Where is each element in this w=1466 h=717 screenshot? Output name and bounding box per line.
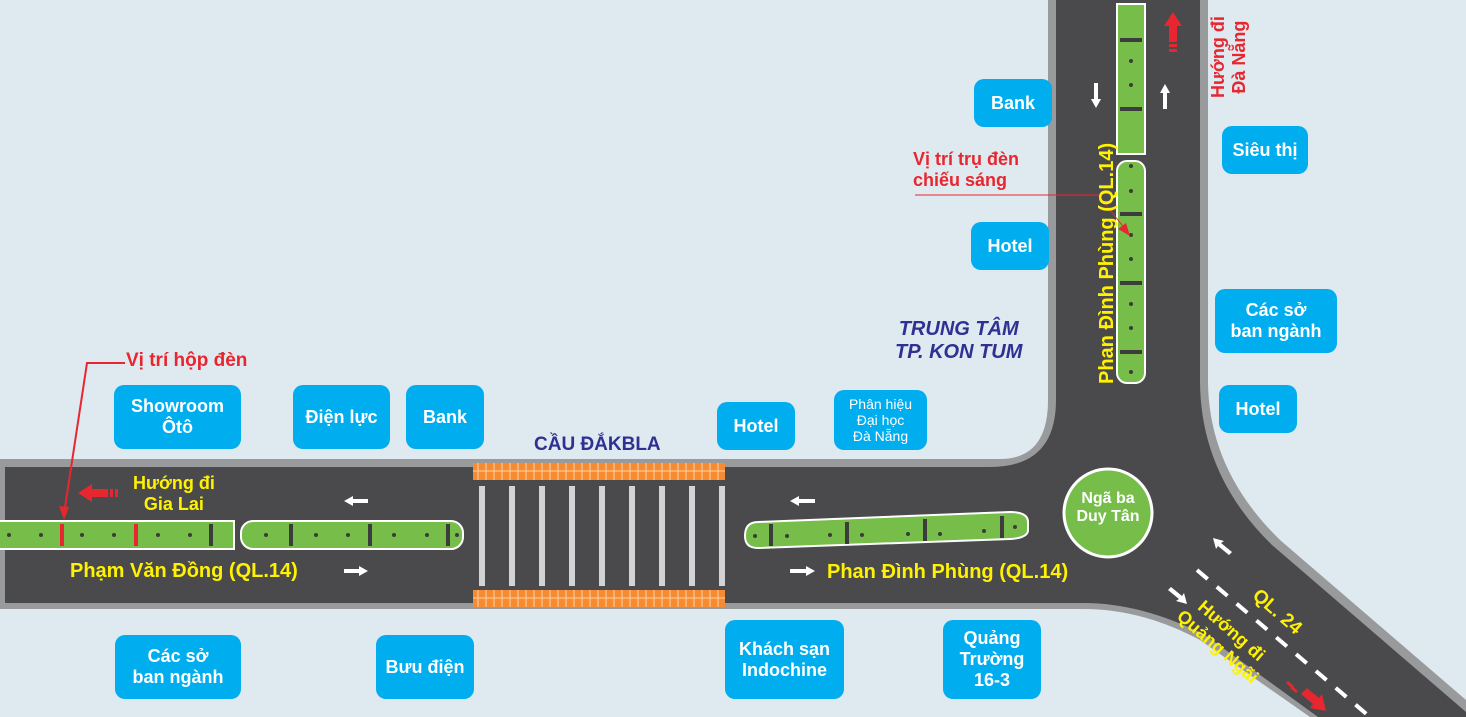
poi-quang-truong[interactable]: Quảng Trường 16-3 bbox=[943, 620, 1041, 699]
road-label-phan-dinh-phung-vertical: Phan Đình Phùng (QL.14) bbox=[1096, 142, 1118, 384]
direction-arrows bbox=[78, 12, 1326, 711]
road-label-pham-van-dong: Phạm Văn Đồng (QL.14) bbox=[70, 560, 298, 582]
bridge-stripe bbox=[569, 486, 575, 586]
annotation-light-box: Vị trí hộp đèn bbox=[126, 350, 248, 371]
median-pham-van-dong bbox=[0, 520, 464, 550]
poi-buu-dien[interactable]: Bưu điện bbox=[376, 635, 474, 699]
poi-khach-san-indochine[interactable]: Khách sạn Indochine bbox=[725, 620, 844, 699]
lane-arrows bbox=[344, 83, 1232, 604]
poi-dien-luc[interactable]: Điện lực bbox=[293, 385, 390, 449]
bridge-stripe bbox=[629, 486, 635, 586]
arrow-down-right-icon bbox=[1168, 587, 1187, 604]
bridge-stripe bbox=[659, 486, 665, 586]
direction-label-da-nang: Hướng đi Đà Nẵng bbox=[1208, 16, 1249, 98]
direction-label-gia-lai: Hướng đi Gia Lai bbox=[133, 473, 215, 514]
bridge-stripe bbox=[599, 486, 605, 586]
direction-arrow-da-nang-icon bbox=[1164, 12, 1182, 52]
annotation-lines bbox=[59, 194, 1130, 520]
poi-label: Hotel bbox=[1235, 398, 1281, 419]
poi-label: Quảng Trường 16-3 bbox=[959, 628, 1025, 690]
arrow-left-icon bbox=[790, 496, 815, 506]
bridge-stripe bbox=[479, 486, 485, 586]
poi-label: Điện lực bbox=[305, 406, 378, 427]
poi-cac-so-ban-nganh-east[interactable]: Các sở ban ngành bbox=[1215, 289, 1337, 353]
direction-arrow-gia-lai-icon bbox=[78, 484, 118, 502]
poi-bank-north[interactable]: Bank bbox=[974, 79, 1052, 127]
arrow-up-icon bbox=[1160, 84, 1170, 109]
light-box-pointer bbox=[63, 362, 125, 515]
bridge-stripe bbox=[719, 486, 725, 586]
arrow-left-icon bbox=[344, 496, 368, 506]
median-phan-dinh-phung-vertical bbox=[1116, 3, 1146, 384]
ql24-lane-divider bbox=[1195, 568, 1372, 717]
poi-label: Bank bbox=[422, 406, 467, 427]
poi-label: Các sở ban ngành bbox=[1230, 300, 1322, 341]
bridge-label: CẦU ĐẮKBLA bbox=[534, 434, 661, 455]
poi-phan-hieu-dhdn[interactable]: Phân hiệu Đại học Đà Nẵng bbox=[834, 390, 927, 450]
poi-bank-west[interactable]: Bank bbox=[406, 385, 484, 449]
road-surface-vertical bbox=[990, 0, 1466, 717]
poi-label: Phân hiệu Đại học Đà Nẵng bbox=[848, 395, 913, 445]
bridge-stripe bbox=[689, 486, 695, 586]
poi-label: Bưu điện bbox=[385, 656, 465, 677]
light-box-marker bbox=[60, 524, 64, 546]
poi-label: Hotel bbox=[987, 235, 1033, 256]
bridge-stripe bbox=[509, 486, 515, 586]
junction-label: Ngã ba Duy Tân bbox=[1076, 490, 1140, 526]
arrow-up-left-icon bbox=[1213, 538, 1232, 555]
poi-label: Bank bbox=[990, 92, 1035, 113]
arrow-right-icon bbox=[344, 566, 368, 576]
arrow-down-icon bbox=[1091, 83, 1101, 108]
poi-sieu-thi[interactable]: Siêu thị bbox=[1222, 126, 1308, 174]
poi-showroom-oto[interactable]: Showroom Ôtô bbox=[114, 385, 241, 449]
arrow-right-icon bbox=[790, 566, 815, 576]
district-label: TRUNG TÂM TP. KON TUM bbox=[895, 318, 1023, 363]
light-pole-pointer bbox=[915, 194, 1127, 231]
poi-cac-so-ban-nganh-south[interactable]: Các sở ban ngành bbox=[115, 635, 241, 699]
annotation-light-pole: Vị trí trụ đèn chiếu sáng bbox=[913, 149, 1020, 190]
light-box-marker bbox=[134, 524, 138, 546]
poi-hotel-north[interactable]: Hotel bbox=[971, 222, 1049, 270]
median-phan-dinh-phung-horizontal bbox=[743, 510, 1029, 550]
poi-label: Hotel bbox=[733, 415, 779, 436]
poi-label: Khách sạn Indochine bbox=[738, 638, 831, 680]
bridge-dakbla bbox=[473, 463, 725, 607]
poi-hotel-east[interactable]: Hotel bbox=[1219, 385, 1297, 433]
poi-hotel-center[interactable]: Hotel bbox=[717, 402, 795, 450]
poi-label: Showroom Ôtô bbox=[131, 396, 224, 437]
poi-label: Siêu thị bbox=[1232, 139, 1298, 160]
junction-duy-tan bbox=[1062, 467, 1154, 559]
road-label-phan-dinh-phung-horizontal: Phan Đình Phùng (QL.14) bbox=[827, 561, 1069, 583]
bridge-stripe bbox=[539, 486, 545, 586]
direction-arrow-quang-ngai-icon bbox=[1286, 681, 1326, 711]
poi-label: Các sở ban ngành bbox=[132, 646, 224, 687]
